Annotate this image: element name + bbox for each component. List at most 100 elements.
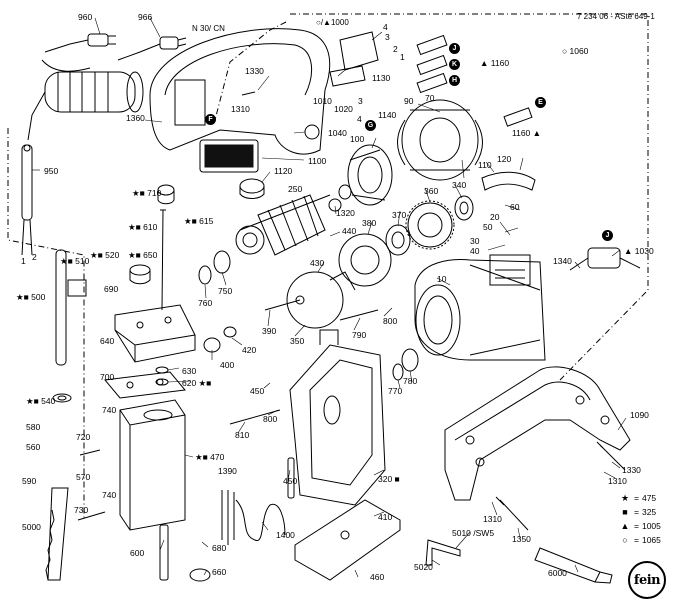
part-label-1310a: 1310 — [231, 104, 250, 114]
part-label-450b: 450 — [283, 476, 298, 486]
part-label-440: 440 — [342, 226, 357, 236]
wire-clip-1390 — [221, 490, 286, 545]
part-label-690: 690 — [104, 284, 119, 294]
part-label-800a: 800 — [383, 316, 398, 326]
saw-blade-5000 — [45, 487, 69, 581]
washer-1040 — [304, 124, 320, 140]
bearing-340 — [454, 195, 474, 221]
screw-790 — [339, 309, 379, 321]
part-label-1330b: 1330 — [622, 465, 641, 475]
part-label-1100: 1100 — [308, 156, 327, 166]
grease-tube-6000 — [534, 547, 613, 584]
part-label-430: 430 — [310, 258, 325, 268]
cable-plug-966 — [117, 36, 187, 61]
screw-390 — [264, 299, 301, 311]
document-number: 7 234 06 - ASte 649-1 — [577, 12, 655, 21]
legend-value: 475 — [641, 493, 657, 503]
part-label-70: 70 — [425, 93, 435, 103]
part-label-740a: 740 — [102, 405, 117, 415]
part-label-760: 760 — [198, 298, 213, 308]
part-label-460: 460 — [370, 572, 385, 582]
part-label-5020: 5020 — [414, 562, 433, 572]
part-label-4a: 4 — [383, 22, 388, 32]
part-label-1360: 1360 — [126, 113, 145, 123]
legend-row: ▲= 1005 — [618, 519, 682, 533]
part-label-4b: 4 — [357, 114, 362, 124]
part-label-1040: 1040 — [328, 128, 347, 138]
part-label-1330a: 1330 — [245, 66, 264, 76]
part-label-590: 590 — [22, 476, 37, 486]
part-label-510: ★■ 510 — [60, 256, 90, 266]
ring-630 — [155, 366, 169, 374]
ring-100 — [347, 144, 393, 206]
legend-row: ○= 1065 — [618, 533, 682, 547]
part-label-390: 390 — [262, 326, 277, 336]
field-coil-70 — [397, 99, 483, 181]
part-label-500: ★■ 500 — [16, 292, 46, 302]
part-label-1130: 1130 — [372, 73, 391, 83]
cable-note: N 30/ CN — [192, 24, 225, 33]
part-label-1090: 1090 — [630, 410, 649, 420]
part-label-740b: 740 — [102, 490, 117, 500]
part-label-420: 420 — [242, 345, 257, 355]
part-label-1030: ▲ 1030 — [624, 246, 654, 256]
legend-value: 1005 — [641, 521, 661, 531]
part-label-1390: 1390 — [218, 466, 237, 476]
brush-holder-1000 — [329, 31, 379, 87]
part-label-340: 340 — [452, 180, 467, 190]
assembly-boundary-line — [290, 13, 649, 381]
bearing-750 — [213, 250, 231, 274]
part-label-5000: 5000 — [22, 522, 41, 532]
part-label-540: ★■ 540 — [26, 396, 56, 406]
cover-110 — [481, 171, 536, 191]
part-label-1310c: 1310 — [483, 514, 502, 524]
legend-symbol: ★ — [620, 492, 630, 503]
part-label-630: 630 — [182, 366, 197, 376]
hex-key-5010 — [425, 539, 461, 566]
washer-420 — [223, 326, 237, 338]
part-label-600: 600 — [130, 548, 145, 558]
legend-value: 325 — [641, 507, 657, 517]
carbon-brushes-1160a — [416, 34, 448, 94]
part-label-610: ★■ 610 — [128, 222, 158, 232]
part-label-615: ★■ 615 — [184, 216, 214, 226]
part-label-400: 400 — [220, 360, 235, 370]
module-1030 — [569, 247, 641, 271]
cable-plug-960 — [44, 33, 116, 53]
screw-1330 — [596, 441, 626, 471]
part-label-790: 790 — [352, 330, 367, 340]
nut-710 — [157, 184, 175, 205]
part-label-410: 410 — [378, 512, 393, 522]
armature-250 — [235, 194, 342, 256]
carbon-brush-1160b — [503, 107, 533, 127]
bail-handle — [444, 366, 631, 501]
part-label-1340: 1340 — [553, 256, 572, 266]
washer-540 — [52, 393, 72, 403]
part-label-780: 780 — [403, 376, 418, 386]
part-label-570: 570 — [76, 472, 91, 482]
part-label-640: 640 — [100, 336, 115, 346]
knob-1120 — [239, 178, 265, 199]
legend-row: ■= 325 — [618, 505, 682, 519]
part-label-120: 120 — [497, 154, 512, 164]
logo-text: fein — [633, 572, 661, 588]
part-label-5010: 5010 /SW5 — [452, 528, 495, 538]
part-label-1020: 1020 — [334, 104, 353, 114]
part-label-3a: 3 — [385, 32, 390, 42]
screw-1310a — [241, 91, 256, 96]
bearing-400 — [203, 337, 221, 353]
kit-marker: H — [449, 75, 460, 86]
washer-760 — [198, 265, 212, 285]
part-label-1b: 1 — [400, 52, 405, 62]
part-label-40: 40 — [470, 246, 480, 256]
kit-marker: G — [365, 120, 376, 131]
part-label-2b: 2 — [393, 44, 398, 54]
part-label-100: 100 — [350, 134, 365, 144]
base-plate-410 — [294, 499, 401, 581]
part-label-1160b: 1160 ▲ — [512, 128, 542, 138]
part-label-700: 700 — [100, 372, 115, 382]
part-label-680: 680 — [212, 543, 227, 553]
part-label-450: 450 — [250, 386, 265, 396]
